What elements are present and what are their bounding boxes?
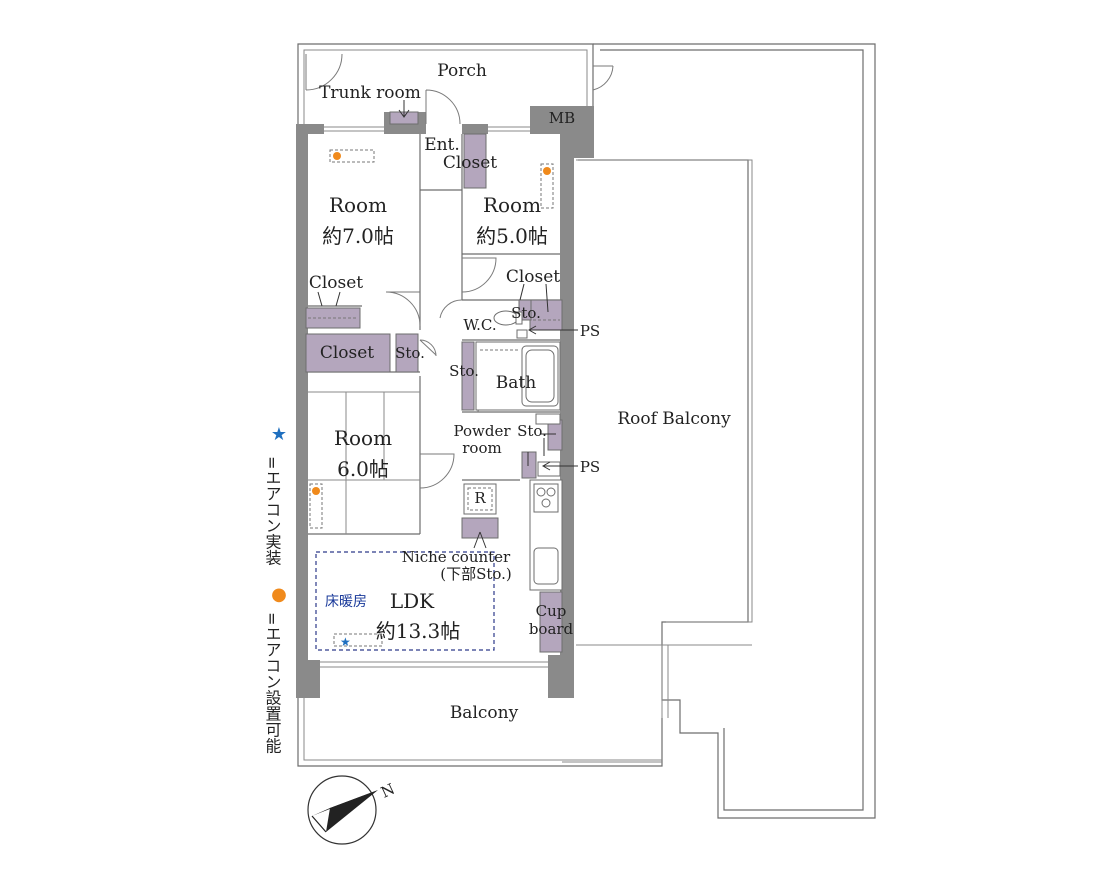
label-cupboard-1: Cup xyxy=(536,602,567,620)
legend-star-text: =エアコン実装 xyxy=(263,456,282,565)
entrance-closet xyxy=(463,133,487,189)
label-fridge: R xyxy=(474,489,486,507)
balcony-outline xyxy=(297,690,663,767)
label-entrance-closet: Closet xyxy=(443,153,497,173)
porch-outline xyxy=(297,43,594,126)
wc-fixtures xyxy=(493,310,528,339)
label-bath: Bath xyxy=(496,373,536,393)
label-balcony: Balcony xyxy=(450,703,519,723)
label-bath-sto: Sto. xyxy=(449,362,479,380)
room-labels: Porch Trunk room MB Ent. Closet Room 約7.… xyxy=(309,61,731,723)
label-wc: W.C. xyxy=(463,316,496,334)
label-closet-bar: Closet xyxy=(320,343,374,363)
exterior-walls xyxy=(296,106,594,698)
aircon-star-ldk: ★ xyxy=(340,635,351,649)
label-room3-name: Room xyxy=(334,426,392,450)
compass: N xyxy=(307,775,398,845)
label-room2-name: Room xyxy=(483,193,541,217)
aircon-dot-room3 xyxy=(312,487,320,495)
label-ldk-size: 約13.3帖 xyxy=(376,619,461,643)
label-powder-sto: Sto. xyxy=(517,422,547,440)
kitchen-fixtures xyxy=(463,479,563,591)
legend: ★ =エアコン実装 ● =エアコン設置可能 xyxy=(263,424,288,754)
legend-dot-icon: ● xyxy=(271,584,287,605)
bath-fixtures xyxy=(475,341,561,411)
roof-balcony-outline xyxy=(576,43,876,819)
tatami-grid xyxy=(308,391,420,534)
closet-storage xyxy=(395,333,419,373)
powder-storage-2 xyxy=(521,451,537,479)
label-room1-name: Room xyxy=(329,193,387,217)
aircon-markers: ★ xyxy=(309,149,554,649)
label-mb: MB xyxy=(549,109,575,127)
legend-dot-text: =エアコン設置可能 xyxy=(263,612,282,754)
label-room2-closet: Closet xyxy=(506,267,560,287)
compass-north-label: N xyxy=(378,780,398,802)
label-niche-2: (下部Sto.) xyxy=(440,565,512,583)
label-ps-1: PS xyxy=(580,322,600,340)
closet-bar xyxy=(305,333,391,373)
label-room1-size: 約7.0帖 xyxy=(322,224,394,248)
aircon-dot-room1 xyxy=(333,152,341,160)
label-trunk-room: Trunk room xyxy=(319,83,421,103)
bath-storage xyxy=(461,341,475,411)
label-porch: Porch xyxy=(437,61,487,81)
label-cupboard-2: board xyxy=(529,620,574,638)
label-entrance: Ent. xyxy=(424,135,460,155)
label-niche-1: Niche counter xyxy=(402,548,511,566)
cupboard xyxy=(539,591,563,653)
label-roof-balcony: Roof Balcony xyxy=(617,409,731,429)
room2-closet xyxy=(529,299,563,331)
label-floor-heating: 床暖房 xyxy=(325,594,367,610)
label-arrows xyxy=(317,100,578,549)
floor-heating-area xyxy=(315,551,495,651)
label-ps-2: PS xyxy=(580,458,600,476)
label-wc-sto: Sto. xyxy=(511,304,541,322)
niche-counter xyxy=(461,517,499,539)
storage-areas xyxy=(305,111,563,653)
aircon-dot-room2 xyxy=(543,167,551,175)
legend-star-icon: ★ xyxy=(271,424,287,445)
label-powder-1: Powder xyxy=(453,422,511,440)
label-ldk-name: LDK xyxy=(390,589,435,613)
label-room1-closet: Closet xyxy=(309,273,363,293)
label-powder-2: room xyxy=(462,439,501,457)
label-room2-size: 約5.0帖 xyxy=(476,224,548,248)
label-closet-sto: Sto. xyxy=(395,344,425,362)
label-room3-size: 6.0帖 xyxy=(337,457,389,481)
